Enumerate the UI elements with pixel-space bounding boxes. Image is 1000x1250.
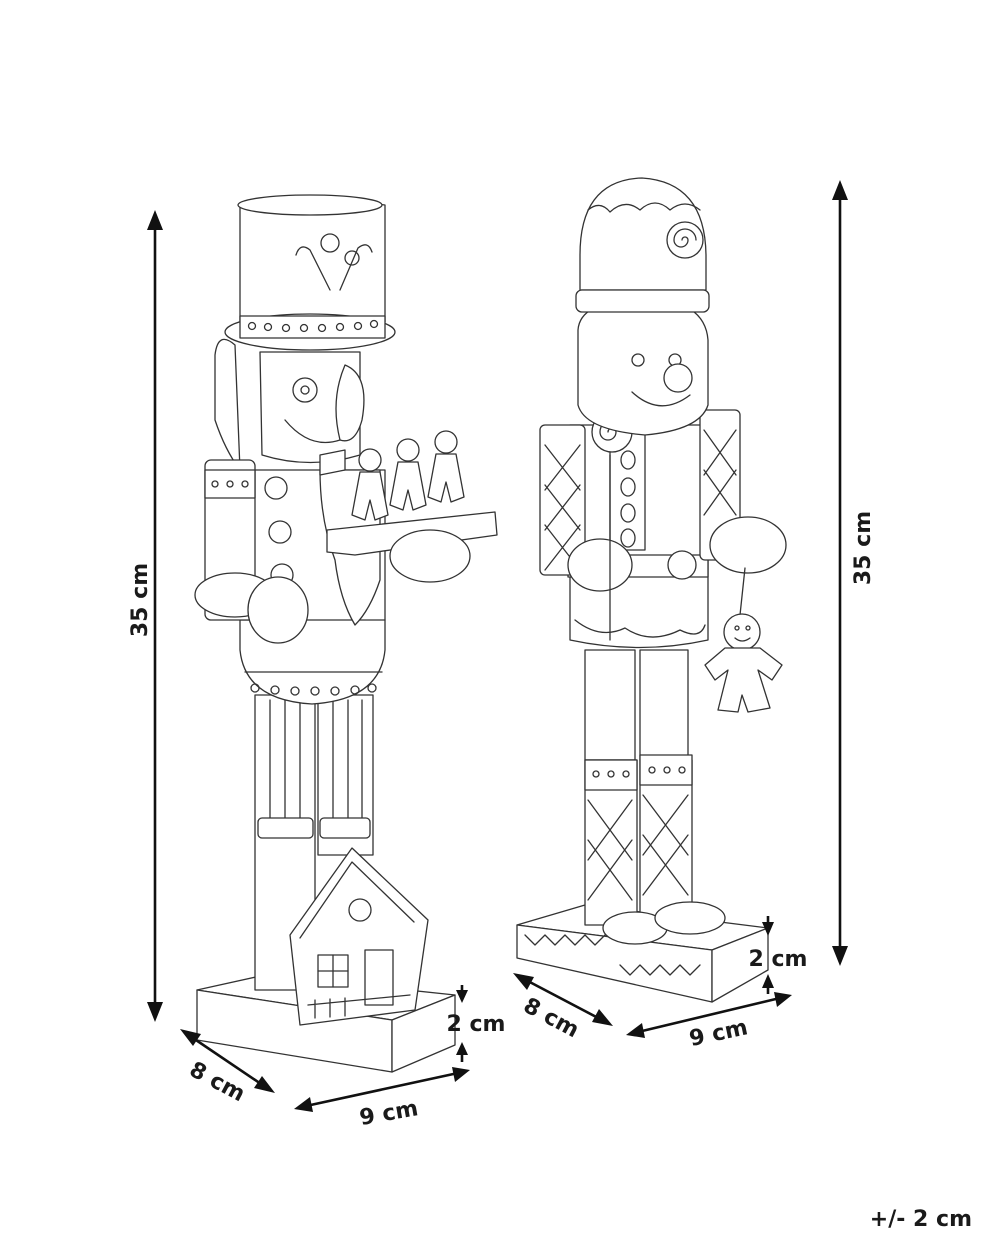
left-height-label: 35 cm [128, 563, 153, 637]
left-width-dimension: 9 cm [294, 1067, 470, 1131]
left-height-dimension: 35 cm [128, 210, 163, 1022]
right-width-label: 9 cm [687, 1015, 750, 1052]
gingerbread-house [289, 847, 429, 1026]
tolerance-note: +/- 2 cm [869, 1207, 972, 1232]
hat-band-dots [247, 319, 379, 333]
right-depth-dimension: 8 cm [513, 973, 613, 1043]
coat-buttons [620, 450, 636, 548]
right-nutcracker-illustration [516, 177, 787, 1003]
left-width-label: 9 cm [358, 1096, 420, 1131]
left-nutcracker-illustration [194, 194, 498, 1073]
right-height-dimension: 35 cm [832, 180, 876, 966]
right-depth-label: 8 cm [519, 993, 583, 1043]
gingerbread-men-row [351, 430, 465, 521]
left-depth-label: 8 cm [185, 1057, 249, 1107]
gingerbread-ornament [704, 567, 783, 713]
right-height-label: 35 cm [851, 511, 876, 585]
left-base-height-label: 2 cm [447, 1012, 506, 1037]
coat-hem-dots [250, 683, 377, 696]
right-base-height-dimension: 2 cm [749, 916, 808, 994]
right-base-height-label: 2 cm [749, 947, 808, 972]
left-base-height-dimension: 2 cm [447, 985, 506, 1062]
